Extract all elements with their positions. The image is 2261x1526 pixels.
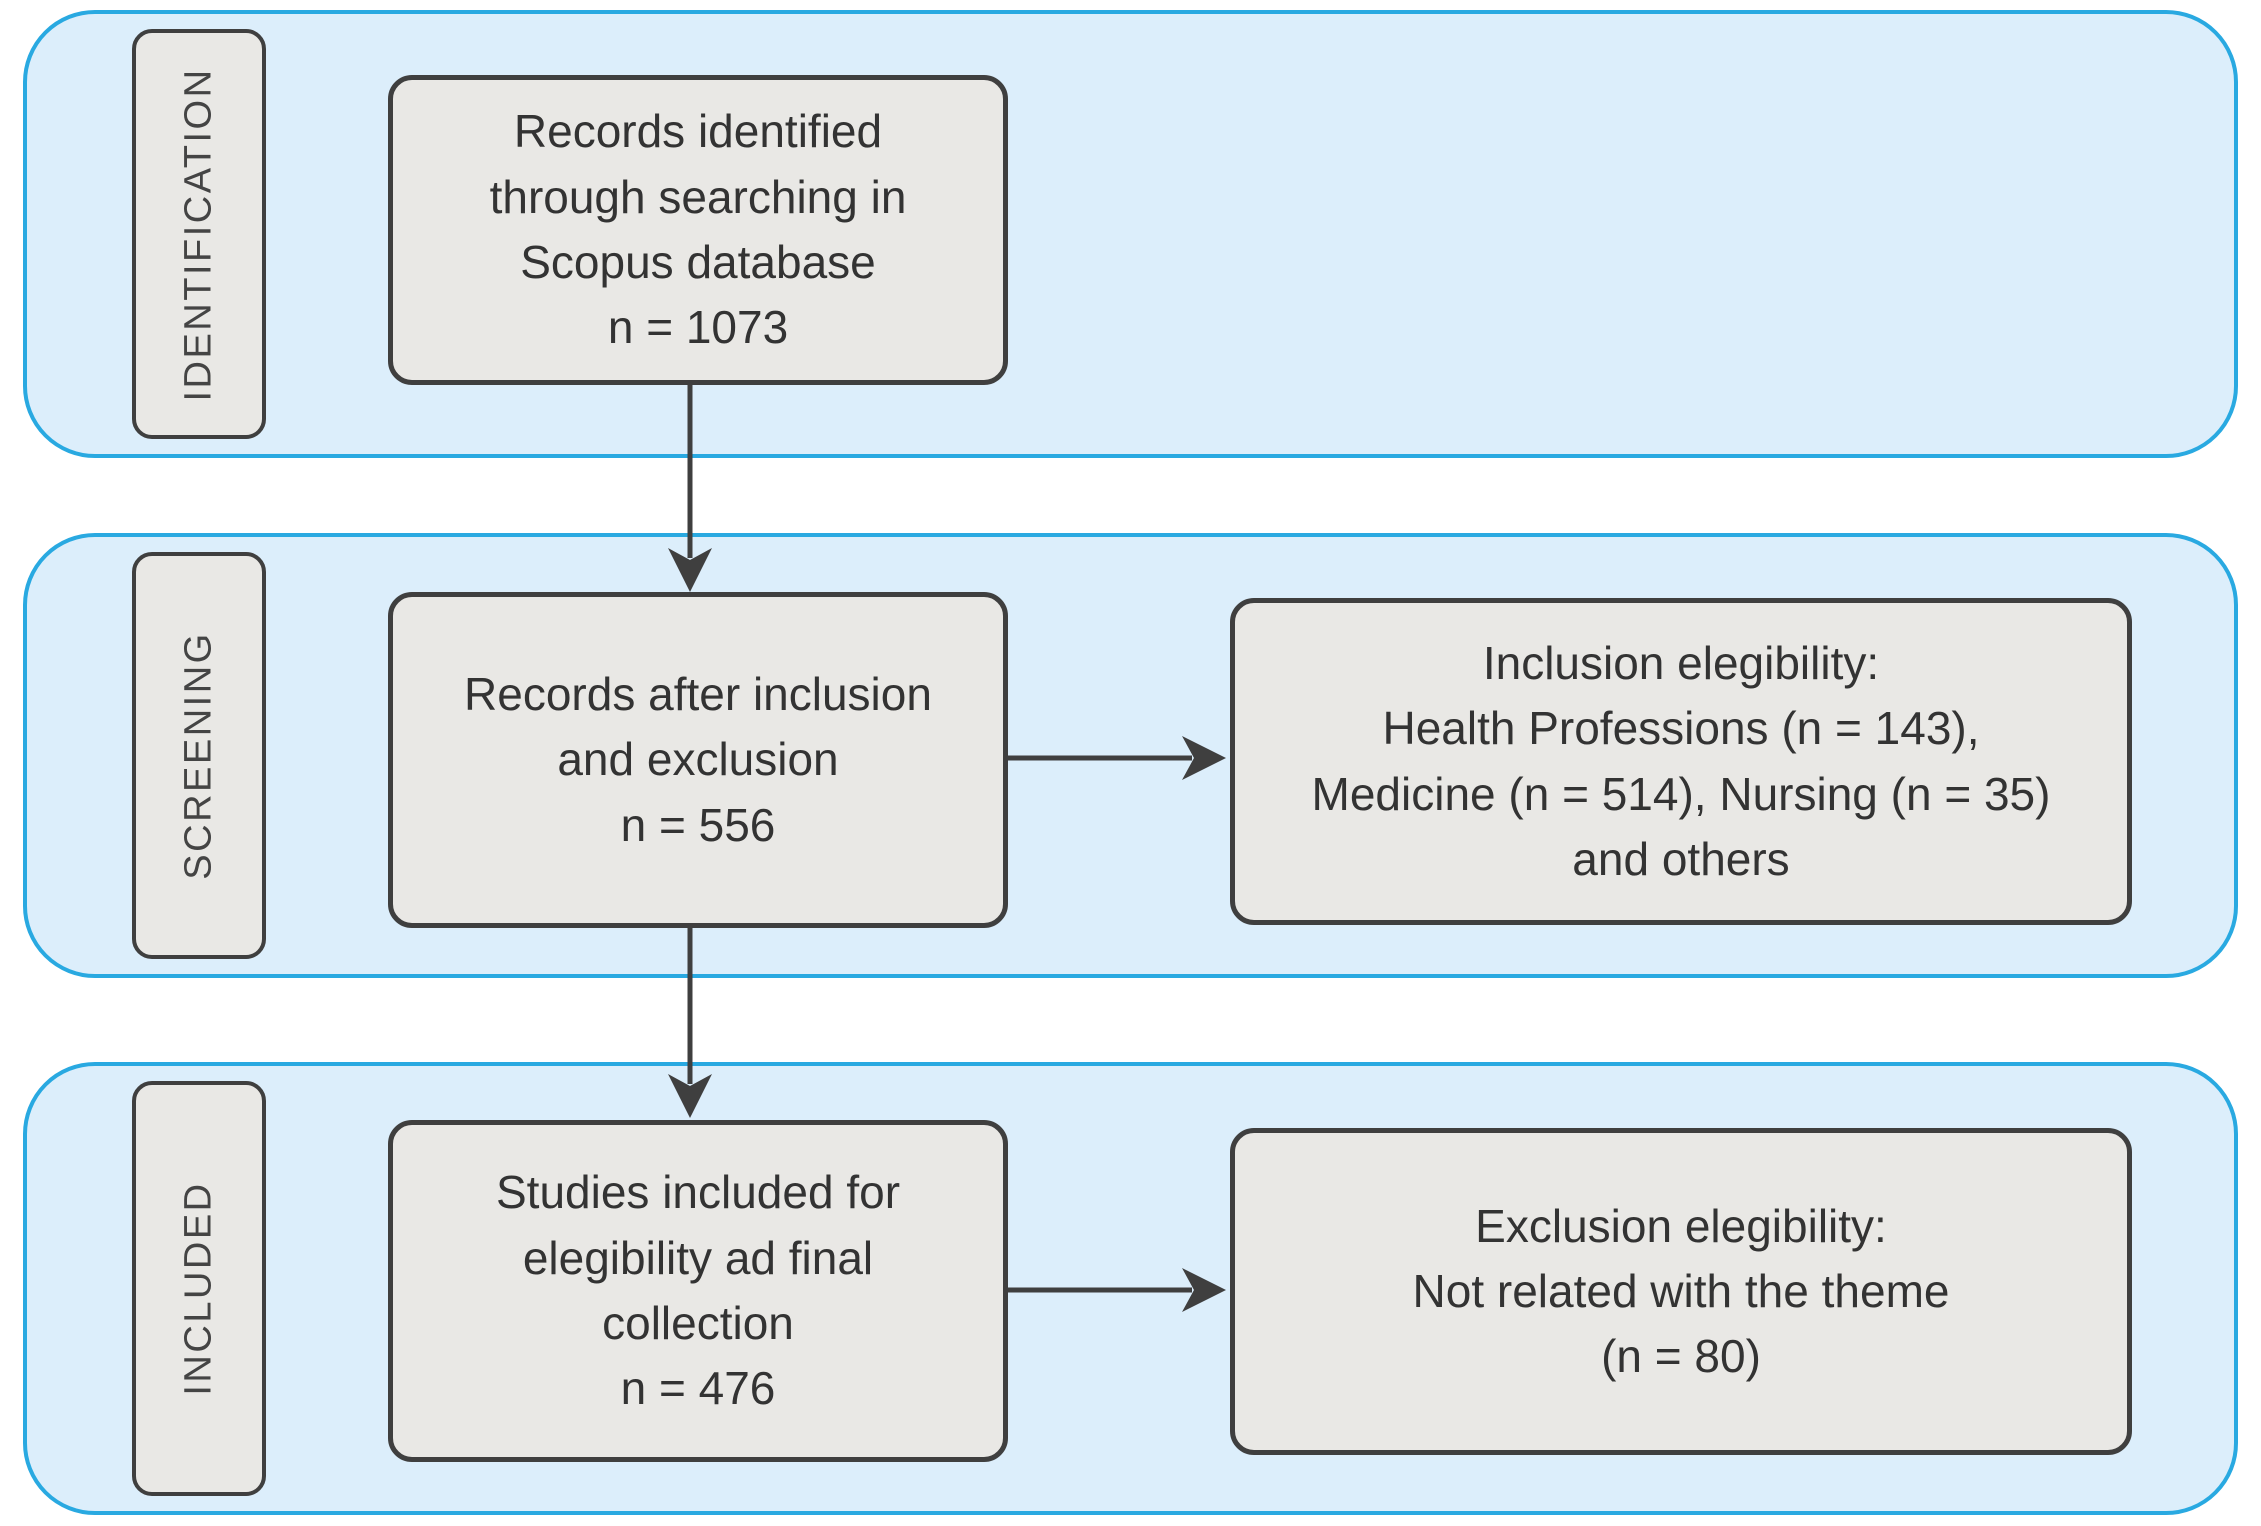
box-line: (n = 80)	[1601, 1330, 1761, 1383]
box-inclusion-elegibility: Inclusion elegibility: Health Profession…	[1230, 598, 2132, 925]
box-count: n = 476	[620, 1362, 776, 1415]
band-screening: SCREENING Records after inclusion and ex…	[23, 533, 2238, 978]
box-line: Inclusion elegibility:	[1482, 636, 1880, 689]
box-line: collection	[602, 1297, 794, 1349]
box-line: and exclusion	[557, 733, 839, 786]
box-records-identified: Records identified through searching in …	[388, 75, 1008, 385]
band-included: INCLUDED Studies included for elegibilit…	[23, 1062, 2238, 1515]
stage-label-screening-text: SCREENING	[177, 631, 220, 880]
stage-label-included-text: INCLUDED	[177, 1181, 220, 1396]
box-line: and others	[1572, 832, 1790, 885]
band-identification: IDENTIFICATION Records identified throug…	[23, 10, 2238, 458]
box-line: Records identified	[513, 105, 883, 158]
box-line: through searching in	[489, 170, 907, 223]
box-exclusion-elegibility: Exclusion elegibility: Not related with …	[1230, 1128, 2132, 1455]
box-line: Exclusion elegibility:	[1475, 1199, 1887, 1252]
box-studies-included: Studies included for elegibility ad fina…	[388, 1120, 1008, 1462]
box-line: Studies included for	[495, 1166, 901, 1219]
stage-label-included: INCLUDED	[132, 1081, 266, 1496]
box-line: elegibility ad final	[522, 1231, 874, 1284]
stage-label-identification: IDENTIFICATION	[132, 29, 266, 439]
box-line: Health Professions (n = 143),	[1382, 702, 1980, 755]
stage-label-identification-text: IDENTIFICATION	[177, 66, 220, 402]
box-line: Scopus database	[520, 236, 876, 288]
box-line: Records after inclusion	[464, 668, 932, 721]
box-count: n = 1073	[607, 301, 789, 354]
box-records-after-inclusion: Records after inclusion and exclusion n …	[388, 592, 1008, 928]
stage-label-screening: SCREENING	[132, 552, 266, 959]
box-line: Not related with the theme	[1412, 1264, 1950, 1317]
box-line: Medicine (n = 514), Nursing (n = 35)	[1311, 767, 2051, 820]
box-count: n = 556	[620, 798, 776, 851]
